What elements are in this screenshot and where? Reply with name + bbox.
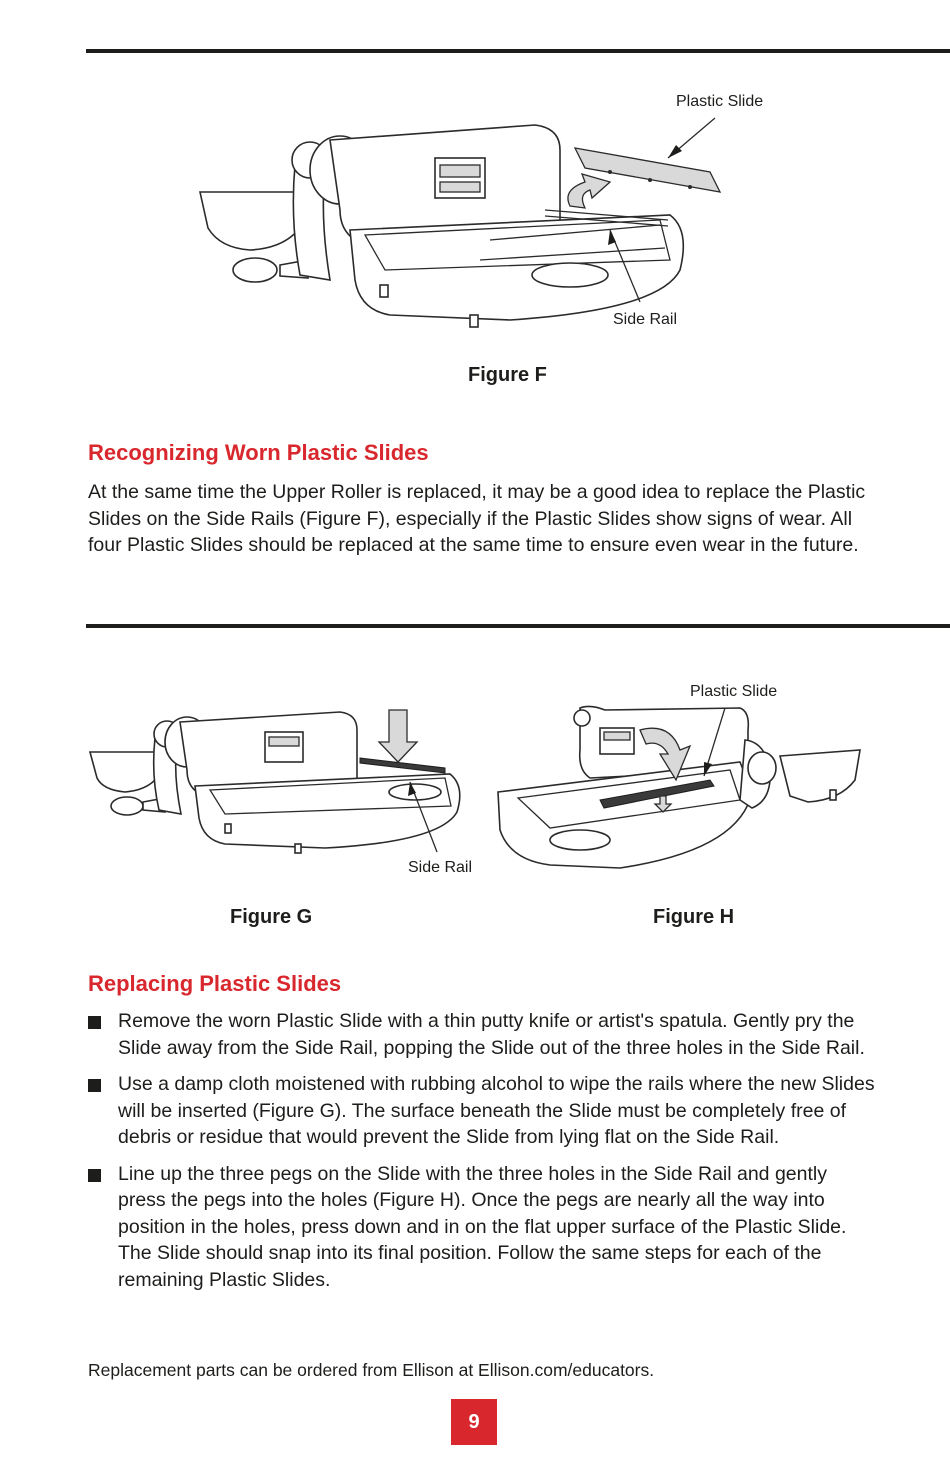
middle-divider [86,624,950,628]
figure-f-side-rail-label: Side Rail [613,311,678,328]
list-item: Remove the worn Plastic Slide with a thi… [88,1008,878,1061]
list-item: Use a damp cloth moistened with rubbing … [88,1071,878,1151]
figure-f-caption: Figure F [468,364,547,386]
replacing-steps-list: Remove the worn Plastic Slide with a thi… [88,1008,878,1303]
page-number: 9 [468,1410,480,1433]
figure-g-side-rail-label: Side Rail [408,859,473,876]
list-item: Line up the three pegs on the Slide with… [88,1161,878,1294]
section-heading-replacing-slides: Replacing Plastic Slides [88,971,342,996]
bullet-square-icon [88,1016,101,1029]
figure-h-caption: Figure H [653,906,735,928]
figure-g-caption: Figure G [230,906,313,928]
bullet-square-icon [88,1168,101,1182]
figure-f-plastic-slide-label: Plastic Slide [676,93,764,110]
bullet-square-icon [88,1079,101,1092]
figure-h-plastic-slide-label: Plastic Slide [690,683,778,700]
top-divider [86,49,950,53]
list-item-text: Remove the worn Plastic Slide with a thi… [118,1010,865,1059]
figure-h-illustration [497,705,861,869]
figure-g-illustration [88,709,461,854]
list-item-text: Line up the three pegs on the Slide with… [118,1162,847,1291]
list-item-text: Use a damp cloth moistened with rubbing … [118,1073,875,1148]
page-number-badge: 9 [451,1399,497,1445]
replacement-parts-note: Replacement parts can be ordered from El… [88,1360,655,1380]
section-heading-worn-slides: Recognizing Worn Plastic Slides [88,440,429,465]
figure-f-illustration [199,117,722,328]
worn-slides-paragraph: At the same time the Upper Roller is rep… [88,481,866,556]
